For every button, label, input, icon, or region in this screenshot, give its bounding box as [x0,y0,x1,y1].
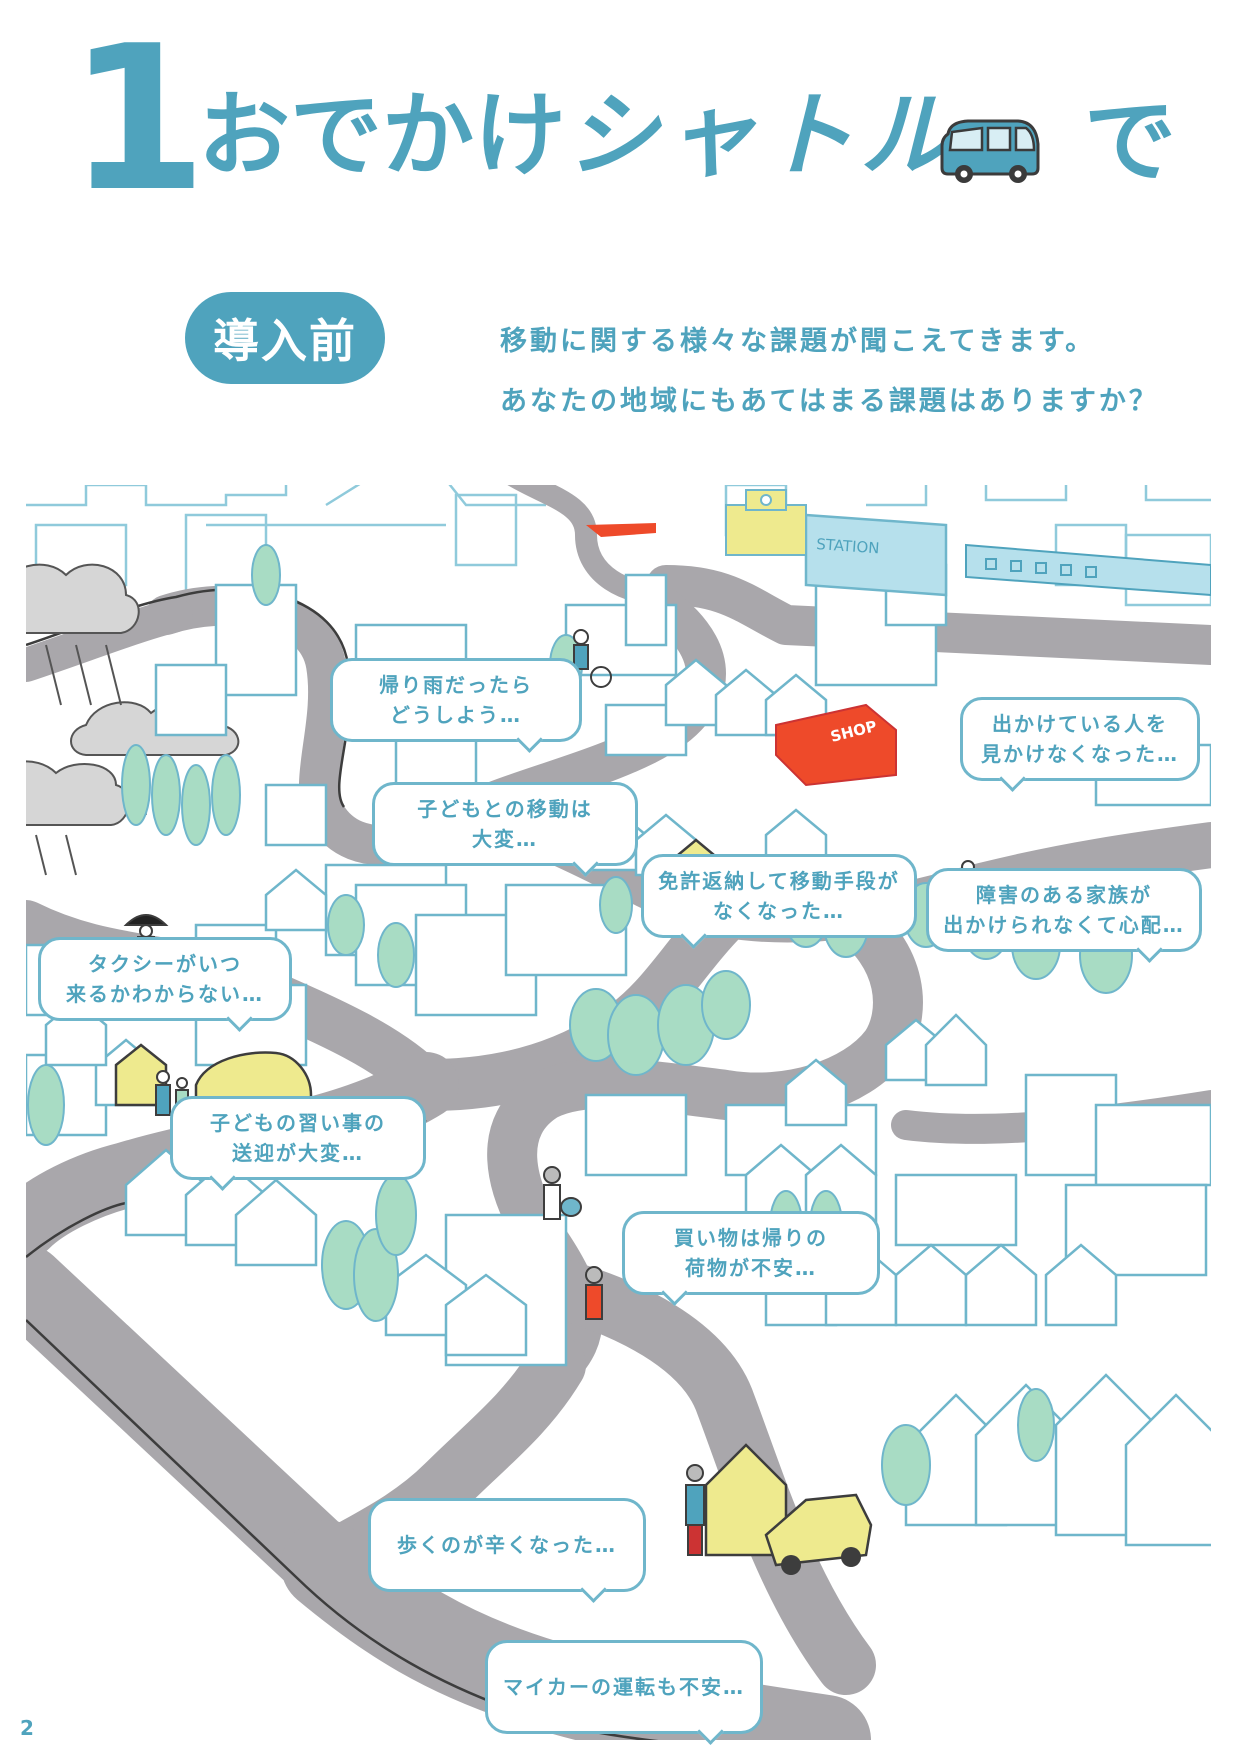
bubble-lessons: 子どもの習い事の 送迎が大変… [170,1096,426,1180]
bubble-driving: マイカーの運転も不安… [485,1640,763,1734]
station: STATION [804,513,948,597]
town-illustration: STATION SHOP [26,485,1211,1740]
intro-text: 移動に関する様々な課題が聞こえてきます。 あなたの地域にもあてはまる課題はありま… [500,312,1159,432]
red-roof [586,523,656,537]
title-particle: で [1084,88,1177,195]
chapter-number: 1 [68,3,207,236]
bus-icon [940,119,1040,183]
bubble-shopping: 買い物は帰りの 荷物が不安… [622,1211,880,1295]
bubble-rain: 帰り雨だったら どうしよう… [330,658,582,742]
title-part-shuttle: シャトル [566,82,959,189]
intro-line-2: あなたの地域にもあてはまる課題はありますか？ [500,386,1159,417]
bubble-no-people: 出かけている人を 見かけなくなった… [960,697,1200,781]
bubble-child-move: 子どもとの移動は 大変… [372,782,638,866]
page-title: おでかけシャトル [198,90,958,182]
shopper [543,1166,582,1220]
title-part-odekake: おでかけ [198,82,567,189]
bubble-license: 免許返納して移動手段が なくなった… [641,854,917,938]
shop: SHOP [775,703,897,787]
elderly-driver [685,1464,705,1556]
train-icon [965,543,1211,597]
bubble-walking: 歩くのが辛くなった… [368,1498,646,1592]
elderly-walker [585,1266,603,1320]
page-number: 2 [20,1716,34,1740]
phase-badge: 導入前 [185,292,385,384]
intro-line-1: 移動に関する様々な課題が聞こえてきます。 [500,326,1096,357]
school [725,489,807,556]
station-sign: STATION [816,535,880,557]
bubble-disabled-family: 障害のある家族が 出かけられなくて心配… [926,868,1202,952]
trees [27,544,1133,1506]
bubble-taxi: タクシーがいつ 来るかわからない… [38,937,292,1021]
